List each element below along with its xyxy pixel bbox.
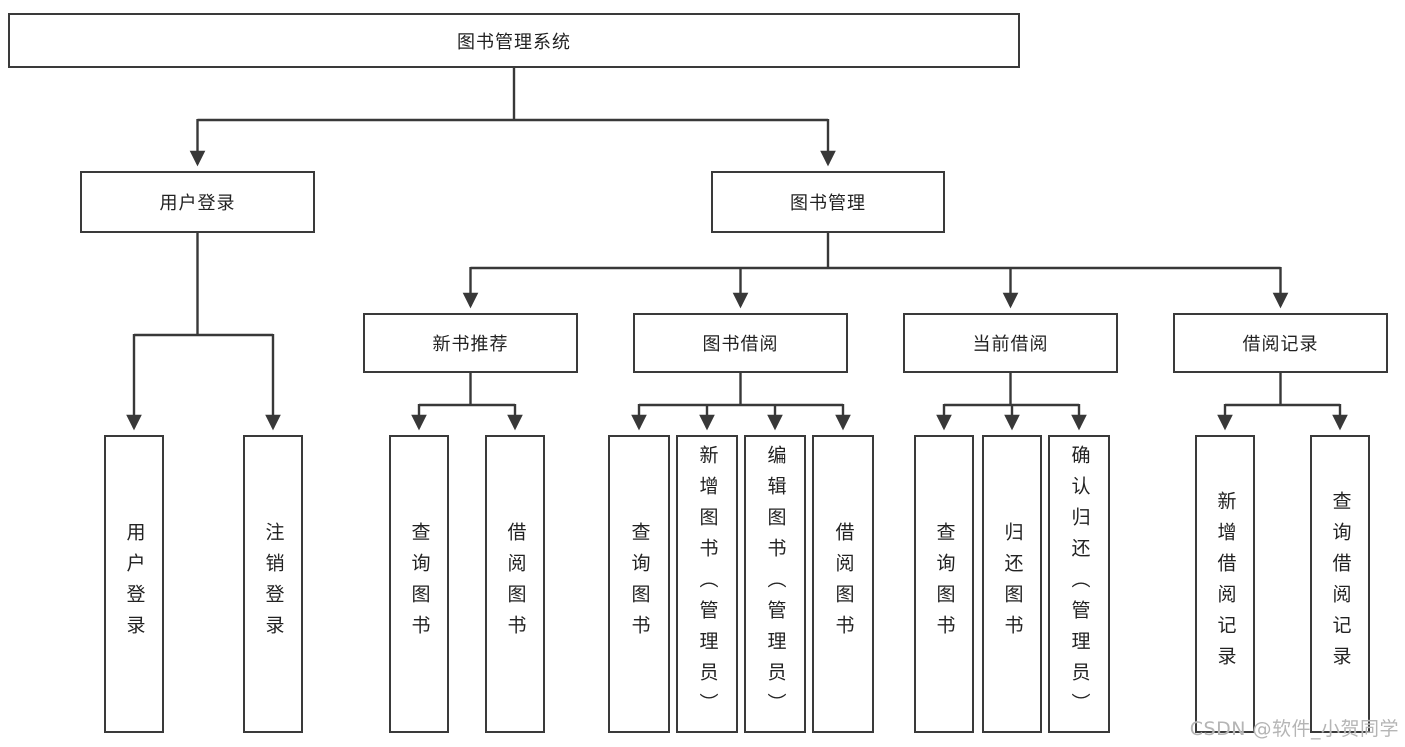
leaf-add-books-admin: 新增图书（管理员） — [676, 435, 738, 733]
connector-bookmgmt-to-level3 — [462, 233, 1289, 309]
leaf-query-books-current: 查询图书 — [914, 435, 974, 733]
node-label: 图书管理 — [790, 193, 866, 214]
leaf-edit-books-admin: 编辑图书（管理员） — [744, 435, 806, 733]
node-label: 借阅记录 — [1242, 334, 1319, 355]
node-user-login-branch: 用户登录 — [80, 171, 315, 233]
node-book-borrow: 图书借阅 — [633, 313, 848, 373]
connector-newbooks-to-leaves — [411, 373, 523, 431]
csdn-watermark: CSDN @软件_小贺同学 — [1189, 718, 1399, 740]
node-label: 新增图书（管理员） — [696, 444, 719, 724]
node-label: 借阅图书 — [504, 522, 527, 646]
node-label: 用户登录 — [123, 522, 146, 646]
leaf-borrow-books: 借阅图书 — [812, 435, 874, 733]
node-label: 查询图书 — [628, 522, 651, 646]
node-label: 确认归还（管理员） — [1068, 444, 1091, 724]
node-label: 新书推荐 — [432, 334, 509, 355]
node-label: 借阅图书 — [832, 522, 855, 646]
node-borrow-records: 借阅记录 — [1173, 313, 1388, 373]
node-label: 编辑图书（管理员） — [764, 444, 787, 724]
node-label: 当前借阅 — [972, 334, 1049, 355]
node-book-management-branch: 图书管理 — [711, 171, 945, 233]
node-label: 查询图书 — [933, 522, 956, 646]
node-current-borrow: 当前借阅 — [903, 313, 1118, 373]
node-label: 查询借阅记录 — [1329, 491, 1352, 677]
node-root-system: 图书管理系统 — [8, 13, 1020, 68]
leaf-query-borrow-record: 查询借阅记录 — [1310, 435, 1370, 733]
leaf-borrow-books-recommend: 借阅图书 — [485, 435, 545, 733]
node-label: 注销登录 — [262, 522, 285, 646]
node-new-book-recommend: 新书推荐 — [363, 313, 578, 373]
leaf-add-borrow-record: 新增借阅记录 — [1195, 435, 1255, 733]
connector-records-to-leaves — [1217, 373, 1348, 431]
node-label: 查询图书 — [408, 522, 431, 646]
connector-root-to-level2 — [189, 68, 836, 167]
connector-borrow-to-leaves — [631, 373, 851, 431]
leaf-return-books: 归还图书 — [982, 435, 1042, 733]
connector-current-to-leaves — [936, 373, 1087, 431]
leaf-query-books-recommend: 查询图书 — [389, 435, 449, 733]
leaf-user-login: 用户登录 — [104, 435, 164, 733]
node-label: 新增借阅记录 — [1214, 491, 1237, 677]
leaf-query-books-borrow: 查询图书 — [608, 435, 670, 733]
node-label: 图书管理系统 — [457, 31, 571, 53]
leaf-confirm-return-admin: 确认归还（管理员） — [1048, 435, 1110, 733]
node-label: 用户登录 — [159, 193, 236, 214]
connector-userlogin-to-leaves — [126, 233, 281, 431]
node-label: 图书借阅 — [702, 334, 779, 355]
node-label: 归还图书 — [1001, 522, 1024, 646]
leaf-logout: 注销登录 — [243, 435, 303, 733]
